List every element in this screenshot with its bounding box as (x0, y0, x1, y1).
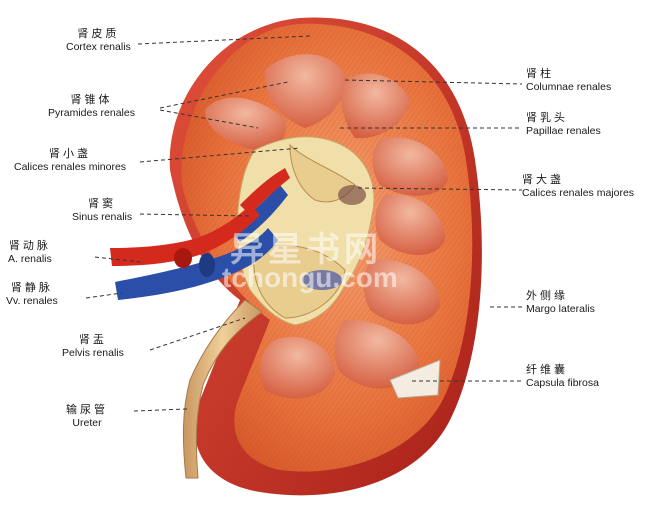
renal-pyramids (205, 54, 448, 399)
label-latin: Papillae renales (526, 125, 601, 137)
label-zh: 肾盂 (78, 334, 107, 346)
label-zh: 肾皮质 (77, 28, 120, 40)
label-zh: 肾柱 (526, 68, 554, 80)
label-calices-renales-majores: 肾大盏 Calices renales majores (522, 174, 634, 200)
label-latin: Pyramides renales (48, 107, 135, 119)
label-latin: Calices renales minores (14, 161, 127, 173)
label-zh: 外侧缘 (526, 290, 568, 302)
label-latin: Calices renales majores (522, 187, 635, 199)
label-columnae-renales: 肾柱 Columnae renales (526, 68, 611, 94)
label-papillae-renales: 肾乳头 Papillae renales (526, 112, 601, 138)
renal-pelvis (253, 244, 346, 319)
label-zh: 肾锥体 (70, 94, 113, 106)
label-sinus-renalis: 肾窦 Sinus renalis (72, 198, 132, 224)
renal-artery (110, 205, 260, 266)
label-cortex-renalis: 肾皮质 Cortex renalis (66, 28, 131, 54)
label-zh: 肾静脉 (10, 282, 53, 294)
calyx-opening (302, 270, 342, 290)
label-zh: 纤维囊 (526, 364, 568, 376)
calyx-opening (338, 185, 366, 205)
renal-calices-majores (289, 143, 356, 203)
label-margo-lateralis: 外侧缘 Margo lateralis (526, 290, 595, 316)
label-zh: 肾窦 (88, 198, 117, 210)
label-latin: Pelvis renalis (62, 347, 124, 359)
renal-vein (115, 228, 278, 300)
label-latin: Sinus renalis (72, 211, 133, 223)
label-latin: Vv. renales (6, 295, 58, 307)
ureter-tube (182, 299, 263, 479)
label-latin: Columnae renales (526, 81, 612, 93)
label-zh: 肾大盏 (522, 174, 564, 186)
label-latin: A. renalis (8, 253, 52, 265)
label-zh: 肾小盏 (49, 148, 92, 160)
label-a-renalis: 肾动脉 A. renalis (8, 240, 52, 266)
label-latin: Capsula fibrosa (526, 377, 599, 389)
label-calices-renales-minores: 肾小盏 Calices renales minores (14, 148, 126, 174)
label-latin: Ureter (72, 417, 102, 429)
leader-lines (85, 35, 523, 412)
label-zh: 输尿管 (66, 404, 108, 416)
capsula-fibrosa-flap (389, 359, 441, 399)
label-zh: 肾动脉 (8, 240, 51, 252)
label-pyramides-renales: 肾锥体 Pyramides renales (48, 94, 135, 120)
label-pelvis-renalis: 肾盂 Pelvis renalis (62, 334, 124, 360)
label-vv-renales: 肾静脉 Vv. renales (6, 282, 58, 308)
label-latin: Margo lateralis (526, 303, 595, 315)
label-capsula-fibrosa: 纤维囊 Capsula fibrosa (526, 364, 599, 390)
label-latin: Cortex renalis (66, 41, 131, 53)
label-zh: 肾乳头 (526, 112, 568, 124)
label-ureter: 输尿管 Ureter (66, 404, 108, 430)
